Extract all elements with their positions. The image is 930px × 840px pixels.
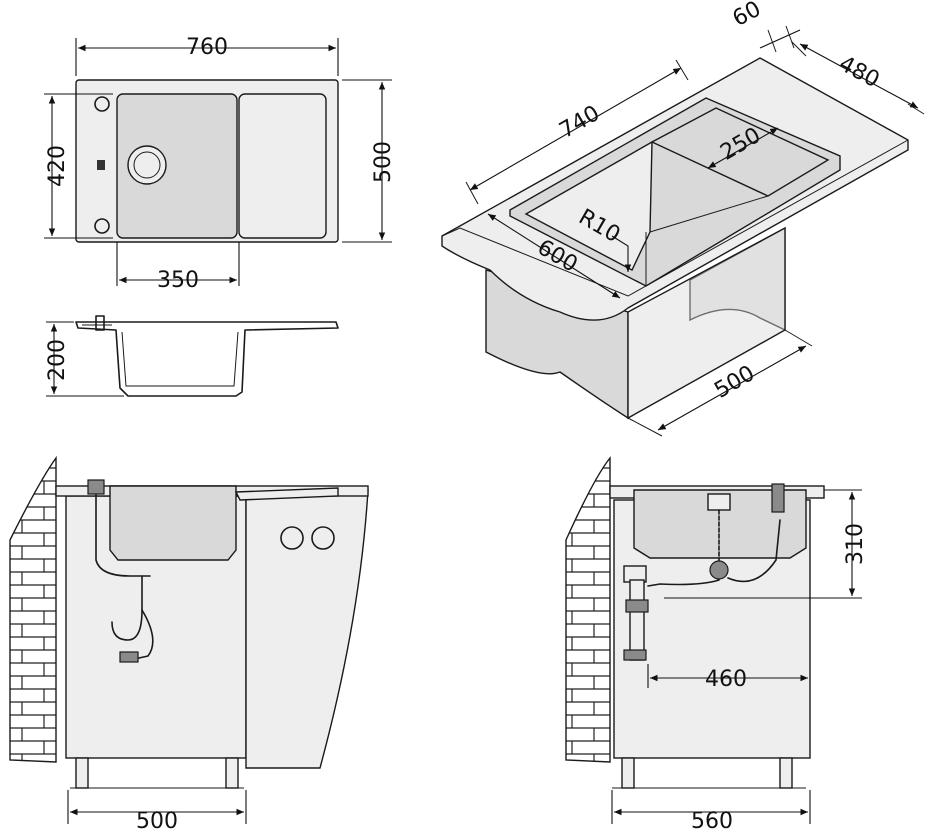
dim-top-inner-height: 420	[45, 145, 70, 187]
brick-wall	[9, 455, 57, 763]
drainer	[238, 93, 327, 239]
door-knob-icon	[311, 526, 335, 550]
dim-iso-depth: 480	[835, 51, 884, 93]
dim-iso-length: 740	[555, 101, 604, 144]
dim-side-outlet: 460	[705, 667, 747, 692]
tap-hole-icon	[94, 96, 110, 112]
door-knob-icon	[280, 526, 304, 550]
front-install-view: 500	[9, 455, 369, 834]
side-install-view: 310 460 560	[565, 456, 868, 834]
button-icon	[97, 160, 105, 170]
top-view: 760 420 500 350	[44, 35, 396, 293]
brick-wall	[565, 456, 611, 763]
dim-top-height: 500	[371, 141, 396, 183]
overflow-hole-icon	[94, 218, 110, 234]
bowl	[116, 93, 238, 239]
dim-side-cabinet: 560	[691, 809, 733, 834]
dim-iso-edge: 60	[729, 0, 765, 32]
isometric-view: 740 60 480 250 R10 600 500	[441, 0, 925, 437]
cabinet-door	[245, 489, 369, 769]
dim-side-height: 310	[843, 523, 868, 565]
dim-side-depth: 200	[45, 339, 70, 381]
dim-front-cabinet: 500	[136, 809, 178, 834]
dim-top-width: 760	[186, 35, 228, 60]
dim-bowl-width: 350	[157, 268, 199, 293]
section-view: 200	[45, 315, 339, 397]
